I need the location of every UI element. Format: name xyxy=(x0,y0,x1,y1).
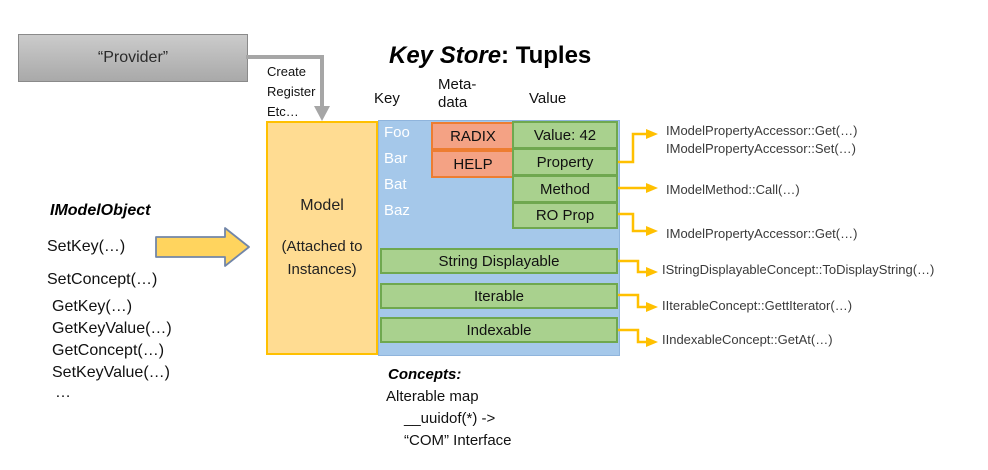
provider-box: “Provider” xyxy=(18,34,248,82)
string-displayable-connector-arrow xyxy=(618,259,658,277)
concepts-note-line: “COM” Interface xyxy=(404,432,512,449)
provider-connector-label: Create Register Etc… xyxy=(267,62,315,122)
key-label-baz: Baz xyxy=(384,202,410,219)
value-cell-value42: Value: 42 xyxy=(512,121,618,149)
column-header-key: Key xyxy=(374,90,400,107)
model-box-subtitle-line2: Instances) xyxy=(287,261,357,278)
model-box-subtitle-line1: (Attached to xyxy=(281,238,363,255)
key-label-bat: Bat xyxy=(384,176,407,193)
imodel-method-getkey: GetKey(…) xyxy=(52,298,133,315)
key-label-foo: Foo xyxy=(384,124,410,141)
api-label-property-set: IModelPropertyAccessor::Set(…) xyxy=(666,141,857,156)
api-label-iterable: IIterableConcept::GettIterator(…) xyxy=(662,298,853,313)
value-cell-method: Method xyxy=(512,175,618,203)
imodelobject-to-model-arrow-icon xyxy=(155,227,250,267)
api-label-property-get: IModelPropertyAccessor::Get(…) xyxy=(666,123,858,138)
ro-prop-connector-arrow xyxy=(618,212,658,236)
iterable-connector-arrow xyxy=(618,293,658,312)
title-tuples: Tuples xyxy=(515,42,592,69)
title-separator: : xyxy=(501,42,516,69)
column-header-metadata: Meta- data xyxy=(438,76,476,112)
property-connector-arrow xyxy=(618,129,658,164)
metadata-tag-help: HELP xyxy=(431,150,515,178)
connector-label-line: Register xyxy=(267,84,316,99)
concept-row-string-displayable: String Displayable xyxy=(380,248,618,274)
concepts-note-line: Alterable map xyxy=(386,388,479,405)
concept-row-iterable: Iterable xyxy=(380,283,618,309)
model-box: Model (Attached to Instances) xyxy=(266,121,378,355)
imodelobject-heading: IModelObject xyxy=(50,202,151,219)
imodel-method-getkeyvalue: GetKeyValue(…) xyxy=(52,320,172,337)
api-label-ro-prop-get: IModelPropertyAccessor::Get(…) xyxy=(666,226,858,241)
value-cell-property: Property xyxy=(512,148,618,176)
imodel-method-getconcept: GetConcept(…) xyxy=(52,342,165,359)
column-header-metadata-line2: data xyxy=(438,94,468,111)
imodel-method-setkey: SetKey(…) xyxy=(47,238,126,255)
title-key-store: Key Store xyxy=(389,42,502,69)
api-label-string-displayable: IStringDisplayableConcept::ToDisplayStri… xyxy=(662,262,935,277)
api-label-method-call: IModelMethod::Call(…) xyxy=(666,182,800,197)
concepts-heading: Concepts: xyxy=(388,366,462,383)
imodel-method-setkeyvalue: SetKeyValue(…) xyxy=(52,364,170,381)
model-box-title: Model xyxy=(300,197,344,214)
provider-label: “Provider” xyxy=(97,49,169,66)
model-box-subtitle: (Attached to Instances) xyxy=(268,235,376,281)
concept-row-indexable: Indexable xyxy=(380,317,618,343)
provider-connector-arrowhead-icon xyxy=(314,106,330,121)
column-header-metadata-line1: Meta- xyxy=(438,76,477,93)
metadata-tag-radix: RADIX xyxy=(431,122,515,150)
key-label-bar: Bar xyxy=(384,150,408,167)
imodel-method-ellipsis: … xyxy=(55,384,71,401)
connector-label-line: Etc… xyxy=(267,104,299,119)
value-cell-ro-prop: RO Prop xyxy=(512,202,618,229)
api-label-indexable: IIndexableConcept::GetAt(…) xyxy=(662,332,833,347)
imodel-method-setconcept: SetConcept(…) xyxy=(47,271,158,288)
indexable-connector-arrow xyxy=(618,328,658,347)
connector-label-line: Create xyxy=(267,64,307,79)
column-header-value: Value xyxy=(529,90,567,107)
page-title: Key Store: Tuples xyxy=(389,42,591,70)
concepts-note-line: __uuidof(*) -> xyxy=(404,410,496,427)
